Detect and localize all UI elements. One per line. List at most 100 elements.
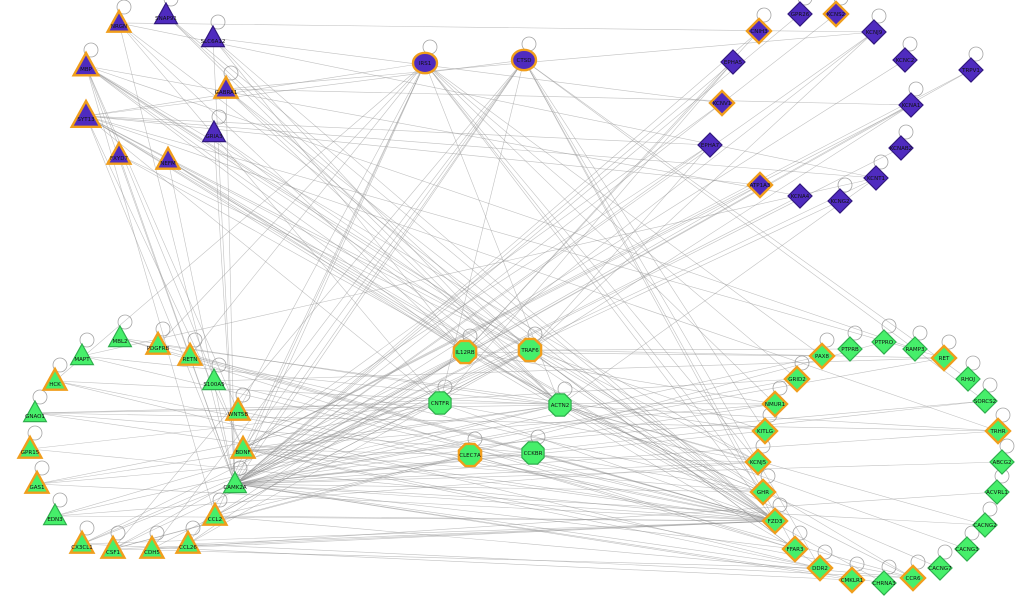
- node-PTPRB[interactable]: PTPRB: [837, 336, 863, 362]
- node-KCNJ5[interactable]: KCNJ5: [744, 448, 772, 476]
- edge-SYT13-ATP1A3: [85, 115, 761, 186]
- node-CCL26[interactable]: CCL26: [174, 529, 202, 554]
- CMKLR1-shape: [838, 566, 866, 594]
- edge-IRS1-BDNF: [242, 62, 426, 450]
- SNAP91-shape: [153, 1, 179, 25]
- edge-CCL26-CCR6: [187, 543, 914, 579]
- node-KCNG2[interactable]: KCNG2: [827, 188, 853, 214]
- edge-BDNF-TRPV1: [242, 69, 972, 450]
- edge-FZD3-RETN: [189, 355, 776, 522]
- edge-FXYD7-FZD3: [118, 154, 776, 522]
- node-RETN[interactable]: RETN: [176, 341, 204, 366]
- node-GPR26[interactable]: GPR26: [787, 1, 813, 27]
- self-loop-PAX8: [819, 332, 835, 348]
- edge-ACTN2-CACNG3: [559, 404, 968, 550]
- edge-CAMK2A-EPHA5: [234, 61, 734, 485]
- node-HCK[interactable]: HCK: [41, 366, 69, 391]
- edge-SLC6A12-IL12RB: [212, 37, 466, 353]
- self-loop-PTPRO: [881, 318, 897, 334]
- KITLG-shape: [751, 417, 779, 445]
- node-CX3CL1[interactable]: CX3CL1: [68, 529, 96, 554]
- node-KCNJ9[interactable]: KCNJ9: [861, 19, 887, 45]
- node-ACVRL1[interactable]: ACVRL1: [984, 479, 1010, 505]
- node-KITLG[interactable]: KITLG: [751, 417, 779, 445]
- node-KCNV1[interactable]: KCNV1: [708, 89, 736, 117]
- node-GNAO1[interactable]: GNAO1: [22, 399, 48, 423]
- node-GRID2[interactable]: GRID2: [783, 365, 811, 393]
- edge-IRS1-RETN: [189, 62, 426, 357]
- edge-FZD3-PDGFRB: [157, 344, 776, 522]
- node-FFAR3[interactable]: FFAR3: [781, 535, 809, 563]
- node-TRPV1[interactable]: TRPV1: [958, 57, 984, 83]
- node-SLC6A12[interactable]: SLC6A12: [200, 24, 226, 48]
- node-RET[interactable]: RET: [930, 344, 958, 372]
- node-CACNG2[interactable]: CACNG2: [972, 512, 998, 538]
- node-CSF1[interactable]: CSF1: [99, 534, 127, 559]
- node-RHOJ[interactable]: RHOJ: [955, 366, 981, 392]
- node-NRGN[interactable]: NRGN: [105, 8, 133, 33]
- node-CDH5[interactable]: CDH5: [138, 534, 166, 559]
- ABCG2-shape: [989, 449, 1015, 475]
- edge-ACTN2-KCNJ5: [559, 404, 759, 463]
- edge-FZD3-CDH5: [151, 520, 776, 550]
- node-CTSD[interactable]: CTSD: [510, 48, 538, 72]
- edge-FZD3-WNT5B: [237, 410, 776, 522]
- edge-TRAF6-EPHA7: [529, 144, 711, 351]
- edge-BDNF-FZD3: [242, 448, 776, 522]
- edge-GABRA1-KCNJ9: [225, 31, 875, 90]
- edge-IRS1-FZD3: [424, 62, 776, 522]
- self-loop-KCNG2: [837, 177, 853, 193]
- edge-SYT13-KCNJ5: [85, 115, 759, 463]
- IRS1-shape: [411, 51, 439, 75]
- edge-CAMK2A-CMKLR1: [234, 483, 853, 581]
- node-CNTFR[interactable]: CNTFR: [428, 391, 452, 415]
- node-KCNAB2[interactable]: KCNAB2: [888, 135, 914, 161]
- node-ABCG2[interactable]: ABCG2: [989, 449, 1015, 475]
- node-SORCS2[interactable]: SORCS2: [972, 388, 998, 414]
- node-PTPRO[interactable]: PTPRO: [871, 329, 897, 355]
- node-SYT13[interactable]: SYT13: [69, 98, 103, 129]
- node-PAX8[interactable]: PAX8: [808, 342, 836, 370]
- edge-FZD3-GPR15: [29, 448, 776, 522]
- node-TRAF6[interactable]: TRAF6: [517, 337, 543, 363]
- node-KCNT1[interactable]: KCNT1: [863, 165, 889, 191]
- edge-BDNF-EPHA7: [242, 144, 711, 450]
- SORCS2-shape: [972, 388, 998, 414]
- edge-GABRA1-TRAF6: [225, 88, 531, 351]
- edge-CDH5-ACVRL1: [151, 491, 998, 550]
- edge-MBP-CCL2: [85, 65, 216, 517]
- node-GRIA3[interactable]: GRIA3: [201, 119, 227, 143]
- edge-SYT13-RET: [85, 115, 945, 359]
- node-MBL2[interactable]: MBL2: [107, 324, 133, 348]
- GPR15-shape: [16, 434, 44, 459]
- node-CLEC7A[interactable]: CLEC7A: [457, 442, 483, 468]
- CNIH3-shape: [745, 17, 773, 45]
- node-CACNG3[interactable]: CACNG3: [954, 536, 980, 562]
- edge-IRS1-HCK: [54, 62, 426, 382]
- node-S100A5[interactable]: S100A5: [201, 367, 227, 391]
- node-CNIH3[interactable]: CNIH3: [745, 17, 773, 45]
- node-IL12RB[interactable]: IL12RB: [452, 339, 478, 365]
- node-CCR6[interactable]: CCR6: [899, 564, 927, 592]
- GPR26-shape: [787, 1, 813, 27]
- node-EPHA5[interactable]: EPHA5: [720, 49, 746, 75]
- edge-FXYD7-TRAF6: [118, 154, 531, 351]
- KCNV1-shape: [708, 89, 736, 117]
- node-KCNC2[interactable]: KCNC2: [892, 47, 918, 73]
- edge-BDNF-ATP1A3: [242, 184, 761, 450]
- edge-CTSD-KITLG: [523, 59, 766, 432]
- node-GABRA1[interactable]: GABRA1: [212, 74, 240, 99]
- node-ACTN2[interactable]: ACTN2: [548, 393, 572, 417]
- node-KCNS2[interactable]: KCNS2: [822, 0, 850, 28]
- node-KCNA4[interactable]: KCNA4: [787, 183, 813, 209]
- node-SNAP91[interactable]: SNAP91: [153, 1, 179, 25]
- node-NEFM[interactable]: NEFM: [154, 145, 182, 170]
- node-CACNG7[interactable]: CACNG7: [927, 555, 953, 581]
- node-GPR15[interactable]: GPR15: [16, 434, 44, 459]
- edge-IRS1-WNT5B: [237, 62, 426, 412]
- edge-CAMK2A-ATP1A3: [234, 184, 761, 485]
- node-IRS1[interactable]: IRS1: [411, 51, 439, 75]
- node-CCKBR[interactable]: CCKBR: [521, 441, 545, 465]
